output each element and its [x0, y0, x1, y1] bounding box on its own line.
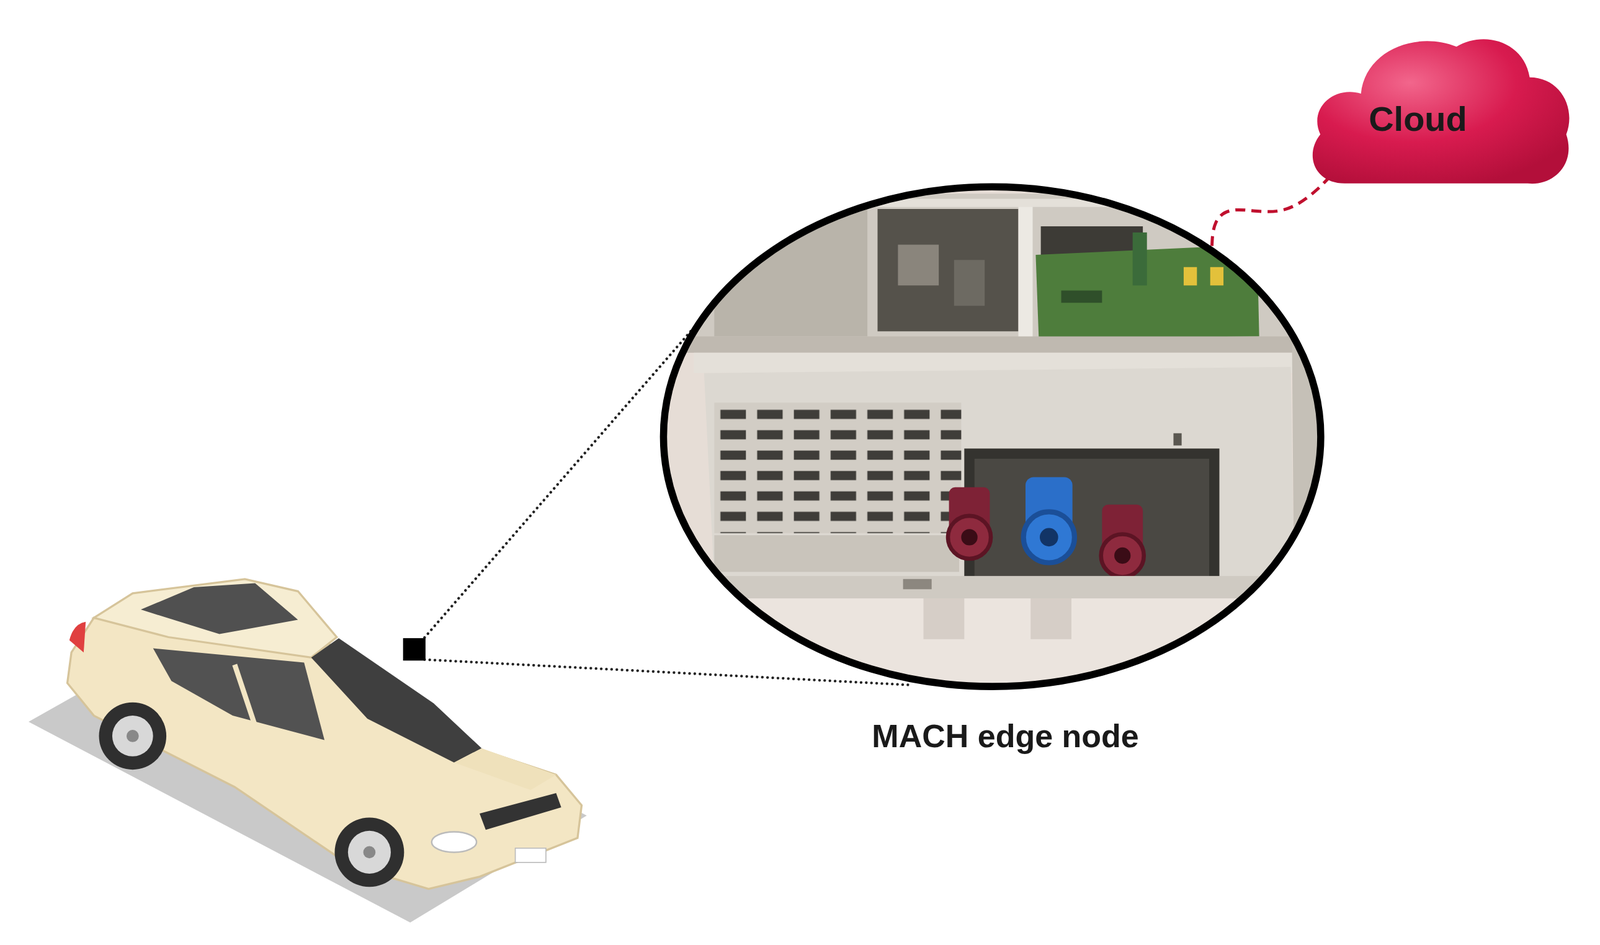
car-illustration — [28, 579, 587, 924]
device-marker — [403, 638, 426, 661]
lens-outline — [653, 178, 1332, 771]
leader-line — [424, 660, 912, 686]
node-label: Cloud — [1368, 99, 1468, 139]
device-photo — [653, 178, 1337, 711]
cloud-shape: Cloud — [1304, 30, 1577, 189]
text-holder: Cloud — [1368, 99, 1468, 139]
dashed-link — [1211, 173, 1332, 246]
cloud-body — [1312, 39, 1570, 184]
lens-border — [663, 186, 1321, 687]
text-holder: MACH edge node — [871, 718, 1139, 756]
node-label: MACH edge node — [871, 718, 1139, 756]
edge-node-lens: MACH edge node — [653, 178, 1332, 771]
